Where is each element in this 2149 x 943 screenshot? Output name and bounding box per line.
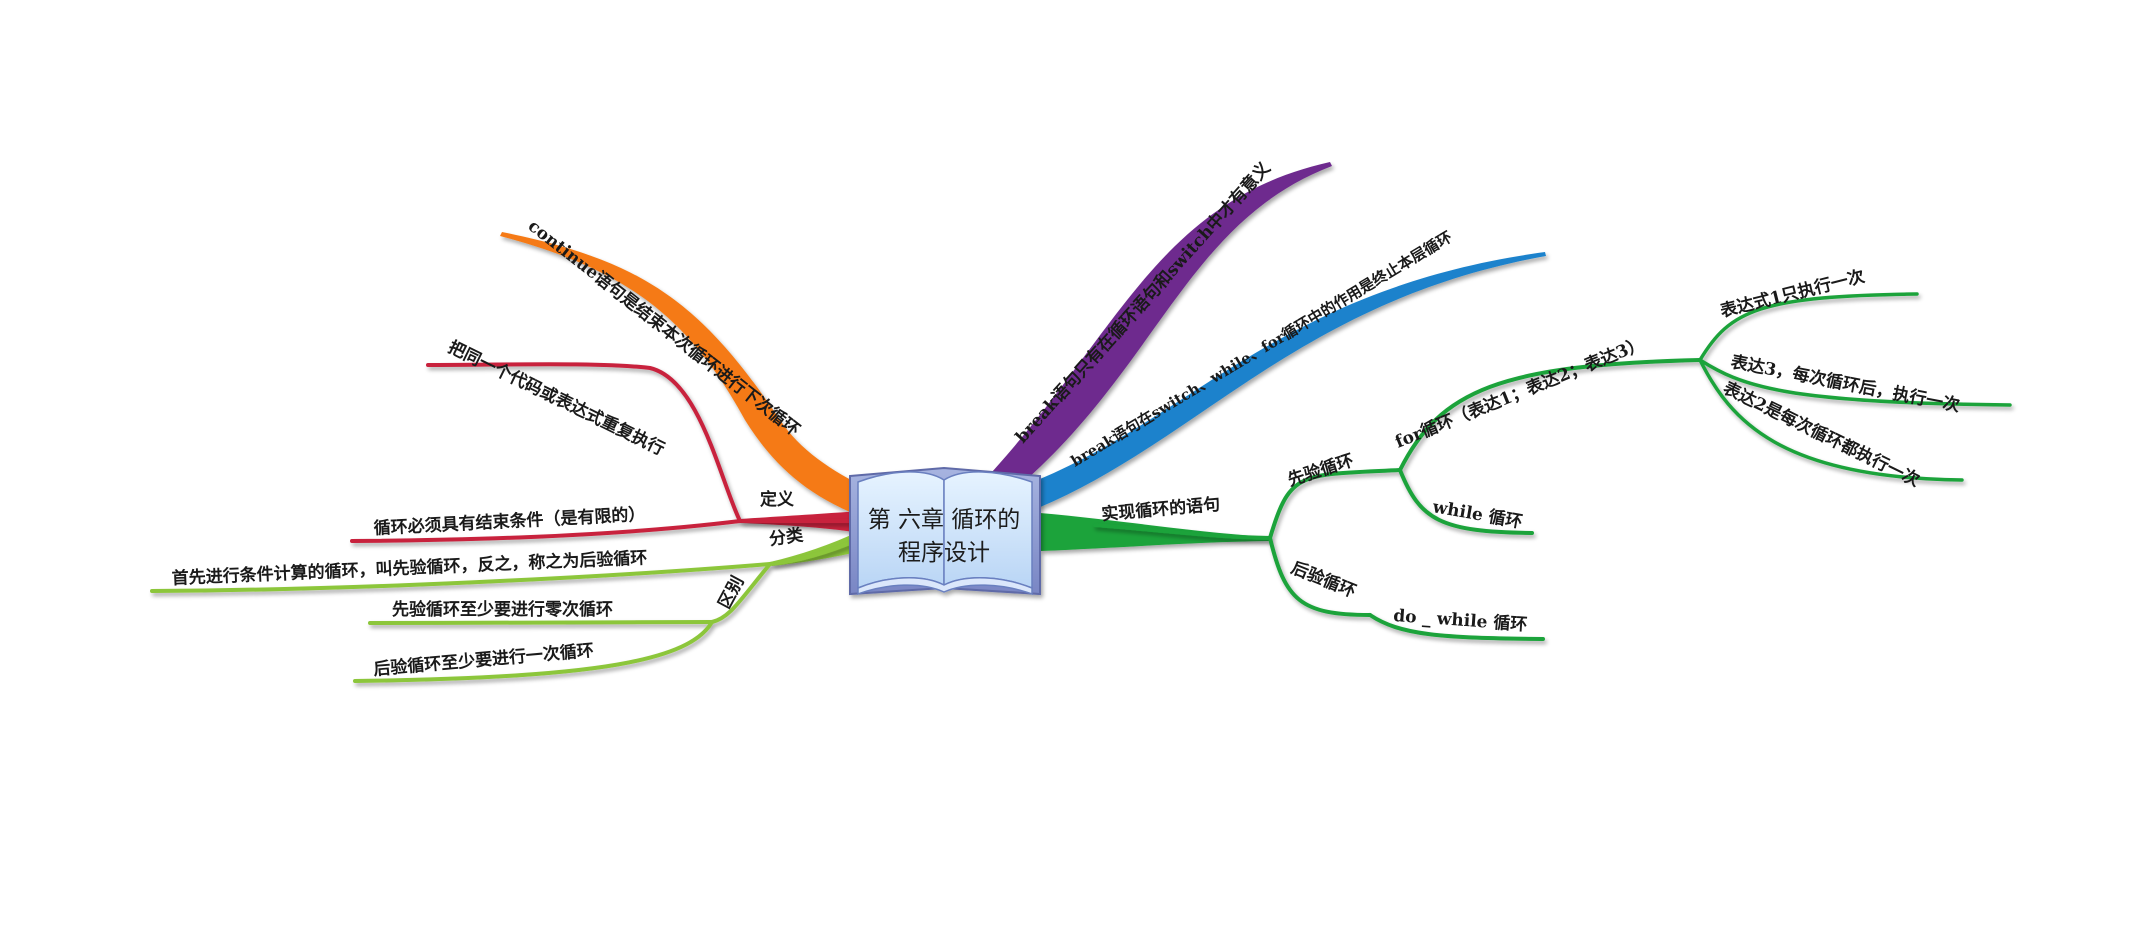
line-pre	[1268, 468, 1402, 540]
line-diff	[710, 562, 772, 624]
break-a-label[interactable]: break语句只有在循环语句和switch中才有意义	[1011, 158, 1275, 448]
book-edge	[857, 577, 1033, 596]
diff-item-1[interactable]: 先验循环至少要进行零次循环	[392, 599, 613, 620]
branch-blue-main	[1030, 252, 1546, 508]
line-diff-1	[368, 620, 714, 625]
line-cls-item	[150, 562, 772, 593]
center-title-line2: 程序设计	[898, 540, 990, 566]
line-for	[1398, 358, 1702, 472]
line-def-1	[426, 362, 742, 523]
for-label[interactable]: for循环（表达1；表达2；表达3）	[1392, 333, 1648, 453]
pre-label[interactable]: 先验循环	[1285, 450, 1356, 491]
line-post	[1268, 536, 1372, 617]
def-label[interactable]: 定义	[760, 489, 794, 510]
line-def-2	[350, 519, 742, 543]
cls-item[interactable]: 首先进行条件计算的循环，叫先验循环，反之，称之为后验循环	[171, 547, 647, 589]
line-expr1	[1698, 292, 1919, 362]
line-expr3	[1698, 358, 2012, 407]
cls-label[interactable]: 分类	[768, 524, 806, 550]
def-item-1[interactable]: 把同一个代码或表达式重复执行	[445, 337, 668, 460]
line-while	[1398, 468, 1534, 535]
while-label[interactable]: while 循环	[1430, 496, 1524, 533]
branch-purple-main	[992, 162, 1332, 480]
line-diff-2	[353, 620, 714, 683]
branch-lime-main	[770, 530, 866, 566]
center-title-line1: 第 六章 循环的	[868, 507, 1021, 533]
line-expr2	[1698, 358, 1964, 482]
post-label[interactable]: 后验循环	[1288, 557, 1359, 602]
expr1-label[interactable]: 表达式1只执行一次	[1718, 266, 1867, 322]
center-topic[interactable]: 第 六章 循环的 程序设计	[849, 466, 1041, 596]
sub-branches	[150, 292, 2012, 683]
diff-item-2[interactable]: 后验循环至少要进行一次循环	[373, 640, 595, 680]
line-dowhile	[1368, 613, 1545, 641]
impl-label[interactable]: 实现循环的语句	[1101, 494, 1221, 525]
diff-label[interactable]: 区别	[715, 573, 749, 612]
line-impl	[1093, 523, 1272, 540]
branch-orange-main	[500, 232, 870, 512]
